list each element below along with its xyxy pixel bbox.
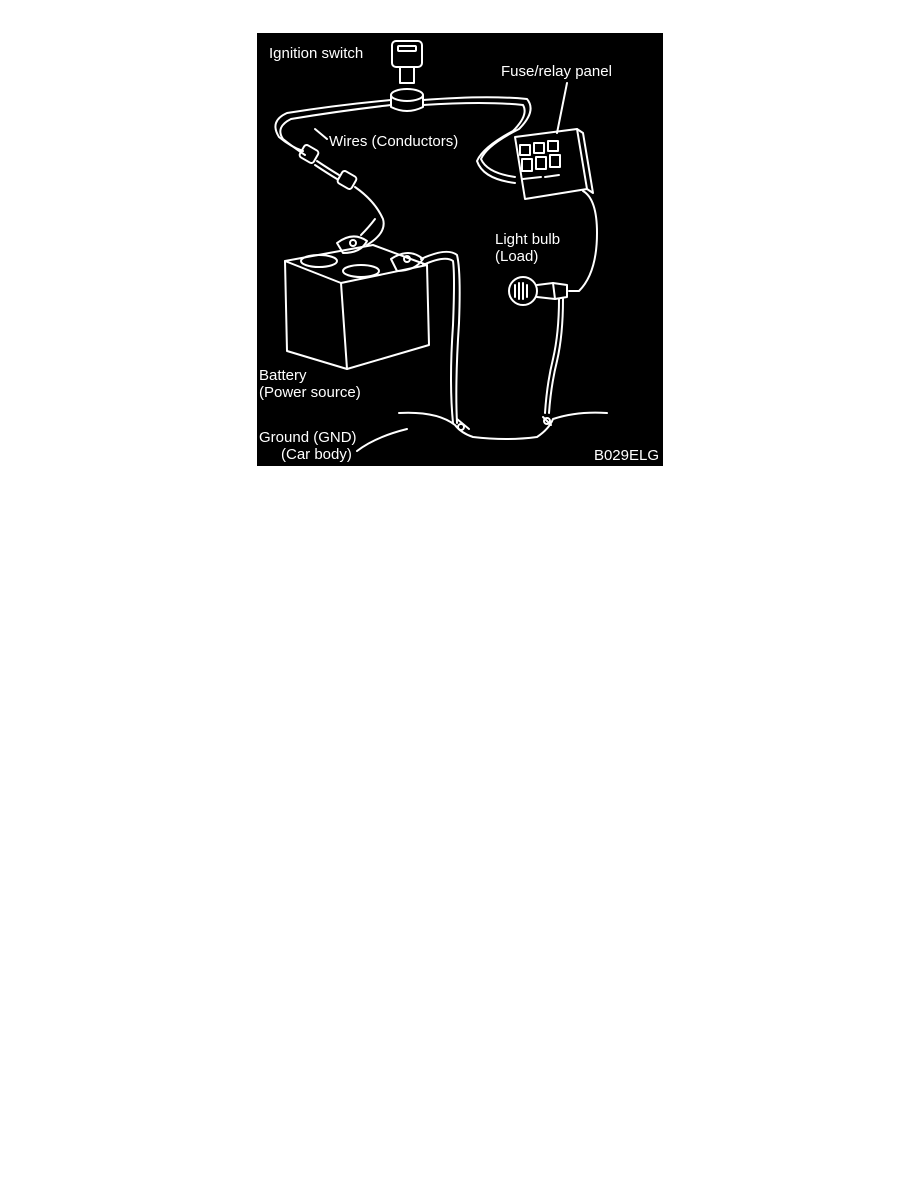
wires-label: Wires (Conductors): [329, 133, 459, 150]
battery-icon: [284, 218, 430, 370]
wire-bulb-to-ground: [544, 298, 564, 414]
light-bulb-label-line1: Light bulb: [495, 231, 561, 248]
fuse-relay-panel-icon: [514, 82, 594, 200]
ignition-key-icon: [390, 40, 424, 112]
ground-label-line2: (Car body): [281, 446, 352, 463]
light-bulb-icon: [508, 276, 568, 306]
battery-label-line2: (Power source): [259, 384, 361, 401]
wire-ignition-to-fuse-panel: [422, 96, 532, 184]
ground-label-line1: Ground (GND): [259, 429, 357, 446]
ignition-switch-label: Ignition switch: [269, 45, 364, 62]
wire-ignition-to-battery: [274, 99, 392, 246]
wires-label-leader: [314, 128, 328, 140]
battery-label-line1: Battery: [259, 367, 307, 384]
light-bulb-label: Light bulb (Load): [495, 231, 560, 265]
ground-label: Ground (GND) (Car body): [259, 429, 357, 463]
figure-code-label: B029ELG: [593, 447, 659, 464]
fuse-relay-panel-label: Fuse/relay panel: [501, 63, 612, 80]
ground-car-body-line: [356, 411, 608, 452]
wire-battery-to-ground: [420, 250, 461, 424]
circuit-diagram: Ignition switch Fuse/relay panel Wires (…: [257, 33, 663, 466]
light-bulb-label-line2: (Load): [495, 248, 539, 265]
wire-fuse-to-bulb: [568, 190, 598, 292]
circuit-illustration: [274, 40, 608, 452]
battery-label: Battery (Power source): [259, 367, 361, 401]
